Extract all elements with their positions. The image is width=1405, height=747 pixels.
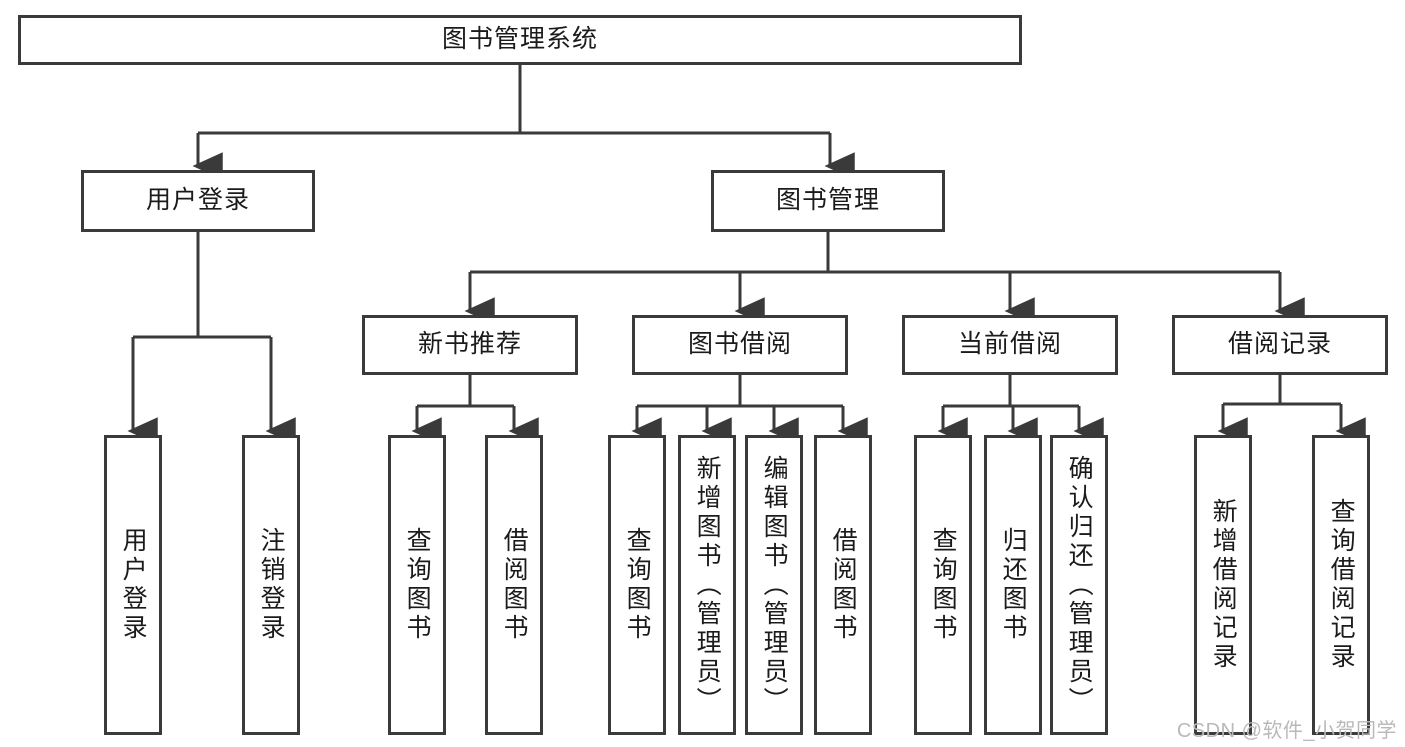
node-root-label: 图书管理系统 <box>441 25 598 54</box>
node-leaf-query-book-borrow[interactable]: 查询图书 <box>608 435 666 735</box>
node-leaf-borrow-book-rec[interactable]: 借阅图书 <box>485 435 543 735</box>
node-leaf-query-record-label: 查询借阅记录 <box>1327 498 1356 672</box>
node-leaf-user-login-label: 用户登录 <box>119 527 148 643</box>
node-leaf-logout-label: 注销登录 <box>257 527 286 643</box>
node-leaf-add-book-label: 新增图书（管理员） <box>693 454 722 716</box>
node-current-borrow[interactable]: 当前借阅 <box>902 315 1118 375</box>
node-borrow-record[interactable]: 借阅记录 <box>1172 315 1388 375</box>
node-leaf-query-book-cur[interactable]: 查询图书 <box>914 435 972 735</box>
node-book-manage-label: 图书管理 <box>775 186 880 215</box>
node-leaf-query-book-rec-label: 查询图书 <box>403 527 432 643</box>
node-book-borrow[interactable]: 图书借阅 <box>632 315 848 375</box>
node-borrow-record-label: 借阅记录 <box>1227 330 1332 359</box>
watermark-text: CSDN @软件_小贺同学 <box>1176 720 1397 742</box>
node-leaf-return-book[interactable]: 归还图书 <box>984 435 1042 735</box>
node-leaf-edit-book[interactable]: 编辑图书（管理员） <box>745 435 803 735</box>
node-leaf-return-book-label: 归还图书 <box>999 527 1028 643</box>
node-leaf-query-book-cur-label: 查询图书 <box>929 527 958 643</box>
node-book-borrow-label: 图书借阅 <box>687 330 792 359</box>
node-leaf-borrow-book-rec-label: 借阅图书 <box>500 527 529 643</box>
node-leaf-query-record[interactable]: 查询借阅记录 <box>1312 435 1370 735</box>
node-leaf-logout[interactable]: 注销登录 <box>242 435 300 735</box>
node-leaf-borrow-book-label: 借阅图书 <box>829 527 858 643</box>
node-leaf-add-record[interactable]: 新增借阅记录 <box>1194 435 1252 735</box>
node-leaf-user-login[interactable]: 用户登录 <box>104 435 162 735</box>
node-leaf-edit-book-label: 编辑图书（管理员） <box>760 454 789 716</box>
node-new-book-recommend-label: 新书推荐 <box>417 330 522 359</box>
node-new-book-recommend[interactable]: 新书推荐 <box>362 315 578 375</box>
node-current-borrow-label: 当前借阅 <box>957 330 1062 359</box>
node-leaf-borrow-book[interactable]: 借阅图书 <box>814 435 872 735</box>
node-leaf-add-book[interactable]: 新增图书（管理员） <box>678 435 736 735</box>
node-book-manage[interactable]: 图书管理 <box>711 170 945 232</box>
node-root[interactable]: 图书管理系统 <box>18 15 1022 65</box>
node-leaf-confirm-return-label: 确认归还（管理员） <box>1065 454 1094 716</box>
node-user-login[interactable]: 用户登录 <box>81 170 315 232</box>
node-leaf-add-record-label: 新增借阅记录 <box>1209 498 1238 672</box>
node-leaf-confirm-return[interactable]: 确认归还（管理员） <box>1050 435 1108 735</box>
node-leaf-query-book-rec[interactable]: 查询图书 <box>388 435 446 735</box>
node-user-login-label: 用户登录 <box>145 186 250 215</box>
node-leaf-query-book-borrow-label: 查询图书 <box>623 527 652 643</box>
